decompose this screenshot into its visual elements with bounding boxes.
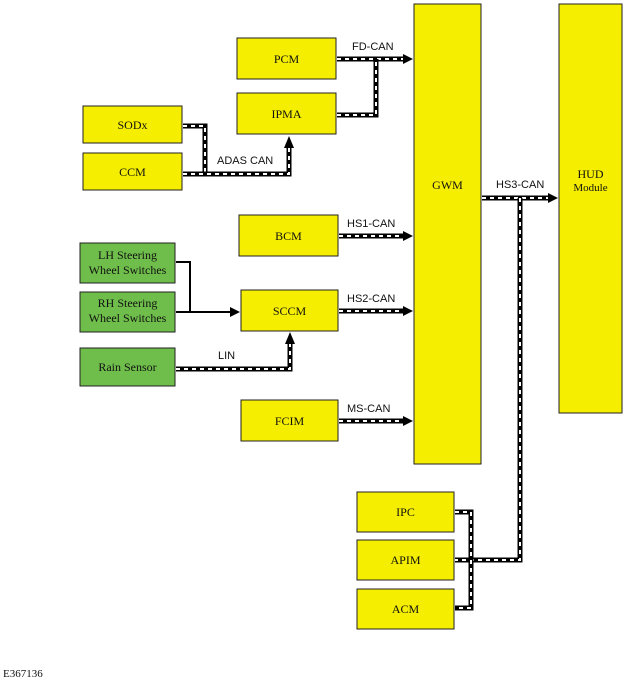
module-sodx: SODx: [82, 105, 183, 144]
module-hud-label-line1: HUD: [578, 167, 604, 181]
bus-label-hs1-can: HS1-CAN: [347, 218, 395, 230]
fd-can-line-pcm: [337, 54, 413, 64]
module-fcim: FCIM: [240, 399, 339, 442]
lh-switches-label-line1: LH Steering: [98, 248, 157, 262]
lin-line: [176, 332, 295, 372]
hs1-can-line: [339, 231, 413, 241]
module-bcm-label: BCM: [275, 229, 302, 243]
adas-can-line: [183, 123, 294, 177]
module-sccm-label: SCCM: [273, 304, 307, 318]
lh-switches-label-line2: Wheel Switches: [89, 263, 167, 277]
rh-switches-label-line1: RH Steering: [98, 296, 158, 310]
module-hud-label-line2: Module: [573, 182, 607, 194]
rh-steering-wheel-switches: RH Steering Wheel Switches: [79, 291, 176, 333]
switch-hardwire: [176, 261, 240, 317]
bus-label-lin: LIN: [218, 350, 235, 362]
module-apim-label: APIM: [390, 553, 420, 567]
bus-label-hs3-can: HS3-CAN: [496, 179, 544, 191]
module-gwm: GWM: [413, 3, 482, 465]
hs2-can-line: [339, 306, 413, 316]
module-sccm: SCCM: [240, 289, 339, 332]
module-ipc-label: IPC: [396, 505, 415, 519]
fd-can-line-ipma: [337, 59, 379, 118]
module-pcm-label: PCM: [274, 52, 300, 66]
module-hud: HUD Module: [558, 3, 623, 414]
bus-label-adas-can: ADAS CAN: [217, 155, 273, 167]
figure-reference: E367136: [3, 668, 43, 680]
rh-switches-label-line2: Wheel Switches: [89, 311, 167, 325]
lh-steering-wheel-switches: LH Steering Wheel Switches: [79, 242, 176, 284]
bus-label-hs2-can: HS2-CAN: [347, 293, 395, 305]
module-sodx-label: SODx: [117, 118, 147, 132]
hs3-can-line: [455, 193, 558, 611]
module-ipc: IPC: [356, 491, 455, 533]
module-gwm-label: GWM: [432, 178, 463, 192]
bus-label-fd-can: FD-CAN: [352, 41, 394, 53]
module-pcm: PCM: [236, 37, 337, 80]
module-fcim-label: FCIM: [275, 414, 305, 428]
module-bcm: BCM: [238, 214, 339, 257]
rain-sensor: Rain Sensor: [79, 347, 176, 387]
bus-label-ms-can: MS-CAN: [347, 403, 390, 415]
module-ipma-label: IPMA: [271, 107, 301, 121]
module-acm-label: ACM: [392, 602, 420, 616]
module-ipma: IPMA: [236, 92, 337, 135]
ms-can-line: [339, 416, 413, 426]
module-acm: ACM: [356, 588, 455, 630]
module-apim: APIM: [356, 539, 455, 581]
module-ccm: CCM: [82, 152, 183, 191]
module-ccm-label: CCM: [119, 165, 146, 179]
rain-sensor-label: Rain Sensor: [98, 360, 156, 374]
